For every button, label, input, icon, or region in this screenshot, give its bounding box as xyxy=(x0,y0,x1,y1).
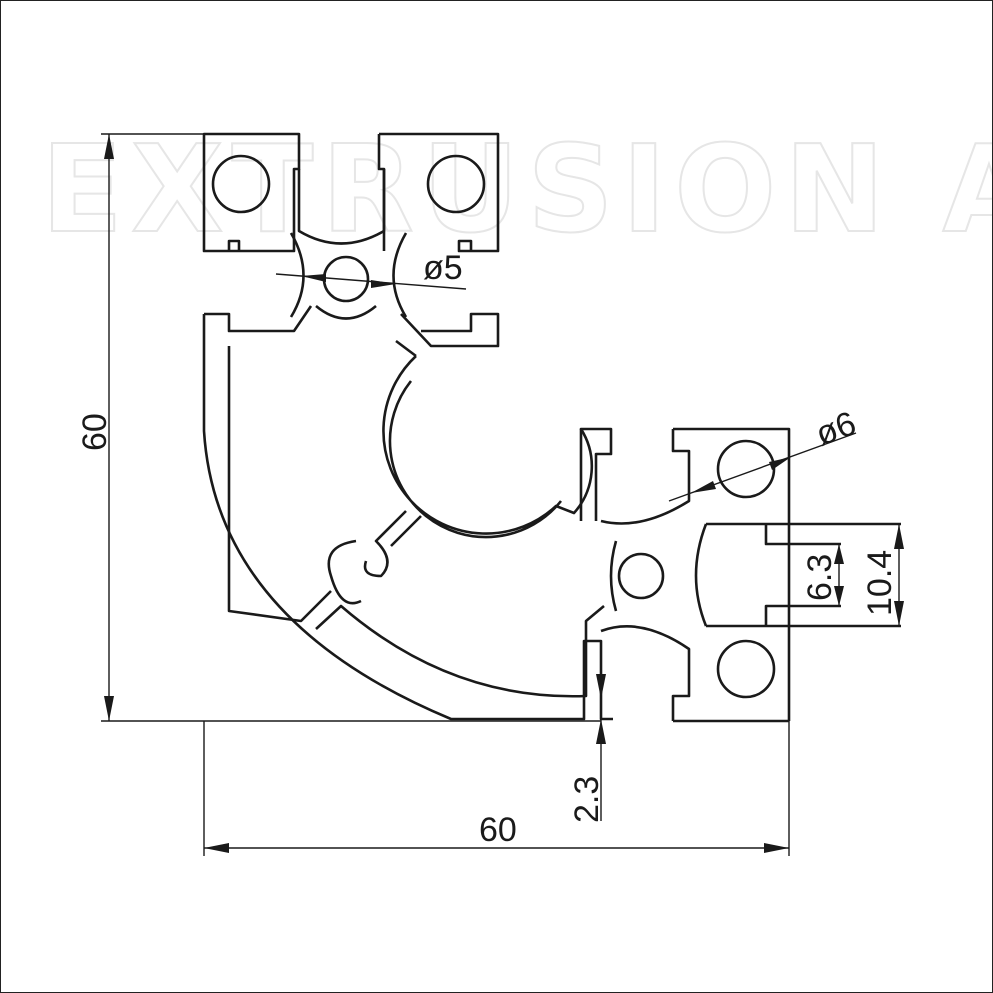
slot-inner-label: 6.3 xyxy=(801,554,839,601)
watermark-text: EXTRUSION AND xyxy=(41,121,993,260)
right-bottom-hole xyxy=(716,639,776,699)
c-shaped-feature xyxy=(327,510,422,605)
slot-outer-label: 10.4 xyxy=(861,550,899,616)
height-label: 60 xyxy=(76,413,114,451)
dimension-wall-thickness: 2.3 xyxy=(568,651,606,823)
center-hole-label: ø5 xyxy=(423,249,463,287)
width-label: 60 xyxy=(479,811,517,849)
dimension-height: 60 xyxy=(76,133,601,722)
dimension-width: 60 xyxy=(203,721,790,856)
wall-thickness-label: 2.3 xyxy=(568,776,606,823)
dimension-slot-inner: 6.3 xyxy=(801,544,844,606)
inner-wall xyxy=(227,346,605,698)
central-arc-channel xyxy=(382,339,613,539)
top-bracket-right xyxy=(400,312,500,348)
dimension-corner-hole: ø6 xyxy=(668,404,861,502)
dimension-slot-outer: 10.4 xyxy=(861,524,904,626)
left-wall xyxy=(202,305,613,721)
right-bottom-block xyxy=(600,625,789,723)
top-left-slot-block xyxy=(202,132,301,253)
right-center-hole xyxy=(617,552,665,600)
dimension-center-hole: ø5 xyxy=(275,249,467,290)
right-slot xyxy=(706,522,901,628)
right-top-hole xyxy=(716,439,776,499)
top-right-hole xyxy=(426,154,486,214)
top-left-hole xyxy=(211,154,271,214)
right-top-block xyxy=(579,427,791,721)
right-node-arcs xyxy=(609,523,708,627)
top-channel xyxy=(297,169,386,245)
